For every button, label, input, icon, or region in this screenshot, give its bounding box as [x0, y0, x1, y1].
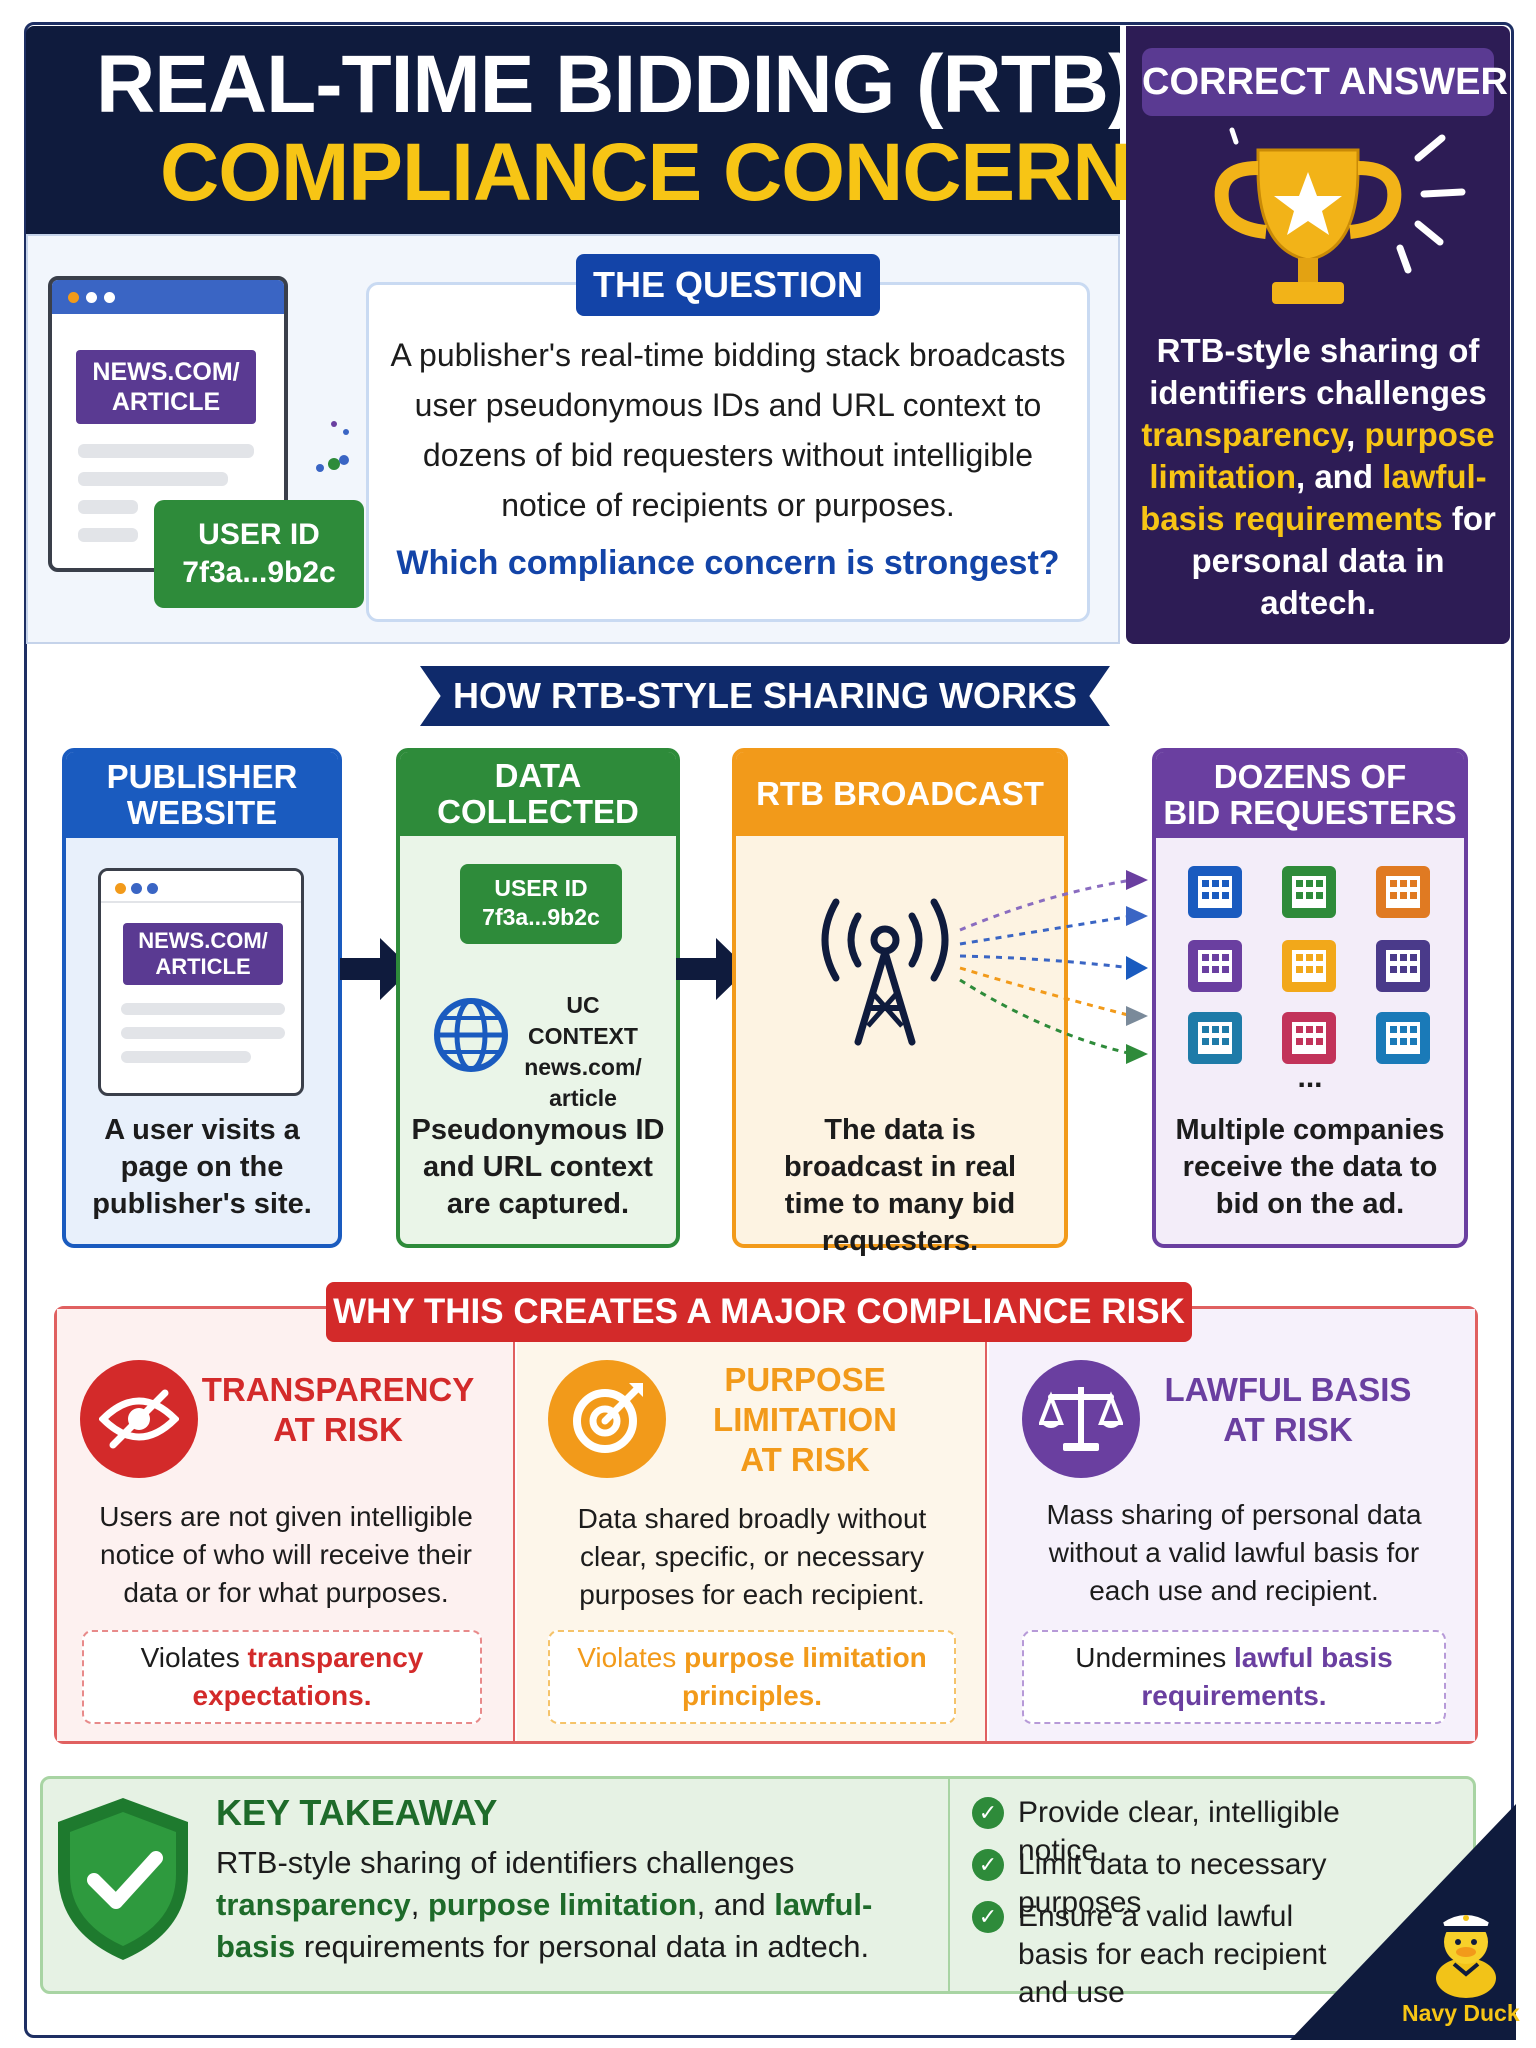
risk-banner: WHY THIS CREATES A MAJOR COMPLIANCE RISK	[326, 1282, 1192, 1342]
card-data-collected: DATA COLLECTED	[396, 748, 680, 1248]
risk-footnote: Violates purpose limitation principles.	[548, 1630, 956, 1724]
card-description: A user visits a page on the publisher's …	[92, 1114, 312, 1220]
building-icon	[1188, 940, 1242, 992]
browser-title-bar	[52, 280, 284, 314]
key-takeaway-text: RTB-style sharing of identifiers challen…	[216, 1845, 873, 1964]
shield-check-icon	[58, 1798, 188, 1960]
question-tag: THE QUESTION	[576, 254, 880, 316]
correct-answer-text: RTB-style sharing of identifiers challen…	[1140, 332, 1496, 621]
brand-name: Navy Duck	[1402, 2000, 1520, 2026]
takeaway-divider	[948, 1778, 950, 1992]
title-line-2: COMPLIANCE CONCERN	[160, 127, 1132, 218]
risk-description: Mass sharing of personal data without a …	[1046, 1499, 1422, 1606]
risk-description: Users are not given intelligible notice …	[99, 1501, 473, 1608]
more-indicator: ...	[1297, 1061, 1323, 1094]
building-icon	[1282, 866, 1336, 918]
risk-footnote: Undermines lawful basis requirements.	[1022, 1630, 1446, 1724]
building-icon	[1376, 866, 1430, 918]
card-description: The data is broadcast in real time to ma…	[783, 1114, 1017, 1257]
check-icon: ✓	[972, 1849, 1004, 1881]
building-icon	[1282, 940, 1336, 992]
checklist-item: ✓Limit data to necessary purposes	[972, 1846, 1392, 1922]
eye-slash-icon	[80, 1360, 198, 1478]
globe-icon	[434, 998, 508, 1072]
building-icon	[1376, 1012, 1430, 1064]
key-takeaway-title: KEY TAKEAWAY	[216, 1792, 498, 1833]
trophy-icon	[1214, 127, 1466, 304]
target-icon	[548, 1360, 666, 1478]
question-text: A publisher's real-time bidding stack br…	[390, 337, 1066, 523]
checklist-item: ✓Provide clear, intelligible notice	[972, 1794, 1392, 1870]
broadcast-signal-lines	[959, 870, 1148, 1064]
correct-answer-panel	[1126, 26, 1510, 644]
checklist-item: ✓Ensure a valid lawful basis for each re…	[972, 1898, 1352, 2012]
broadcast-tower-icon	[821, 898, 949, 1046]
question-prompt: Which compliance concern is strongest?	[396, 544, 1060, 582]
risk-footnote: Violates transparency expectations.	[82, 1630, 482, 1724]
scales-icon	[1022, 1360, 1140, 1478]
card-description: Multiple companies receive the data to b…	[1175, 1114, 1445, 1220]
arrow-right-icon	[340, 938, 412, 1000]
correct-answer-tag: CORRECT ANSWER	[1142, 48, 1508, 116]
duck-mascot-icon	[1436, 1913, 1496, 1998]
browser-mockup: NEWS.COM/ARTICLE	[48, 276, 288, 572]
card-header: RTB BROADCAST	[736, 752, 1064, 836]
bid-requester-buildings	[1188, 866, 1430, 1064]
building-icon	[1376, 940, 1430, 992]
card-description: Pseudonymous ID and URL context are capt…	[411, 1114, 665, 1220]
building-icon	[1282, 1012, 1336, 1064]
key-takeaway-panel	[40, 1776, 1476, 1994]
url-label: NEWS.COM/ARTICLE	[123, 923, 283, 985]
header-banner	[26, 26, 1120, 234]
arrow-right-icon	[676, 938, 748, 1000]
check-icon: ✓	[972, 1797, 1004, 1829]
title-line-1: REAL-TIME BIDDING (RTB)	[96, 39, 1135, 130]
check-icon: ✓	[972, 1901, 1004, 1933]
building-icon	[1188, 1012, 1242, 1064]
card-header: DATA COLLECTED	[400, 752, 676, 836]
publisher-browser-mockup: NEWS.COM/ARTICLE	[98, 868, 304, 1096]
url-label: NEWS.COM/ARTICLE	[76, 350, 256, 424]
flow-banner: HOW RTB-STYLE SHARING WORKS	[420, 666, 1110, 726]
question-box	[366, 282, 1090, 622]
risk-description: Data shared broadly without clear, speci…	[577, 1503, 927, 1610]
data-particles-icon	[316, 421, 349, 472]
building-icon	[1188, 866, 1242, 918]
